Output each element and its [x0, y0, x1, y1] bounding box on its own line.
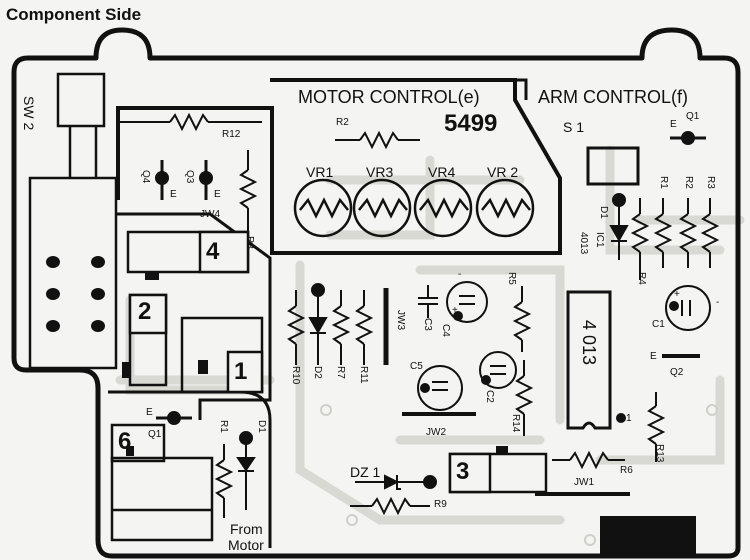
- sw2-pads: [46, 256, 105, 332]
- label-r13: R13: [654, 444, 665, 463]
- connector-block-6: [110, 423, 214, 542]
- diode-d2: [308, 283, 328, 365]
- label-block4: 4: [206, 238, 220, 265]
- label-e-q1-left: E: [146, 407, 153, 418]
- label-r1-right: R1: [658, 176, 669, 189]
- resistor-r9: [350, 496, 430, 516]
- label-minus-c1: -: [716, 297, 720, 308]
- label-ic-chip: 4 013: [579, 320, 599, 366]
- resistor-r8: [238, 150, 258, 240]
- capacitor-c2: [479, 351, 517, 389]
- board-outline: [11, 27, 741, 559]
- label-r5: R5: [506, 272, 517, 285]
- label-e-q3: E: [214, 189, 221, 200]
- label-jw1: JW1: [574, 477, 594, 488]
- board-black-tab: [600, 516, 696, 554]
- label-from: From: [230, 521, 263, 537]
- label-ic1: IC1: [594, 232, 605, 248]
- connector-block-4: [126, 230, 250, 274]
- ic-4013: [566, 290, 612, 430]
- label-r1-left: R1: [218, 420, 229, 433]
- label-ic-type: 4013: [578, 232, 589, 255]
- resistor-r1-left: [214, 444, 234, 518]
- label-c5: C5: [410, 361, 423, 372]
- label-q2: Q2: [670, 367, 684, 378]
- capacitor-c4: [446, 281, 488, 323]
- label-r2-top: R2: [336, 117, 349, 128]
- label-d1-right: D1: [598, 206, 609, 219]
- label-r14: R14: [510, 414, 521, 433]
- label-d2: D2: [312, 366, 323, 379]
- label-block6: 6: [118, 428, 132, 455]
- label-r6: R6: [620, 465, 633, 476]
- diode-d1-right: [609, 193, 629, 260]
- label-c4: C4: [440, 324, 451, 337]
- motor-control-title: MOTOR CONTROL(e): [298, 87, 480, 107]
- label-e-q2: E: [650, 351, 657, 362]
- connector-block-1: [180, 316, 264, 394]
- label-r10: R10: [290, 366, 301, 385]
- label-d1-left: D1: [256, 420, 267, 433]
- resistors-r10-r7-r11: [286, 290, 374, 365]
- label-s1: S 1: [563, 119, 585, 135]
- label-sw2: SW 2: [21, 96, 37, 131]
- capacitor-c3: [418, 285, 438, 318]
- page-title: Component Side: [6, 5, 142, 24]
- label-c1: C1: [652, 319, 665, 330]
- label-c2: C2: [484, 390, 495, 403]
- label-q4: Q4: [140, 170, 151, 184]
- label-r7: R7: [335, 366, 346, 379]
- capacitor-c5: [417, 365, 463, 411]
- potentiometers: [293, 178, 535, 238]
- switch-s1: [586, 146, 640, 186]
- arm-control-title: ARM CONTROL(f): [538, 87, 688, 107]
- resistor-r5: [512, 286, 532, 352]
- resistor-r12: [120, 112, 262, 132]
- label-vr4: VR4: [428, 164, 456, 180]
- label-block3: 3: [456, 458, 470, 485]
- label-r3-right: R3: [705, 176, 716, 189]
- label-r11: R11: [358, 366, 369, 384]
- switch-sw2: [28, 72, 118, 370]
- label-motor: Motor: [228, 537, 264, 553]
- label-r2-right: R2: [683, 176, 694, 189]
- resistors-r1-r3-right: [630, 198, 720, 280]
- label-q1-left: Q1: [148, 429, 162, 440]
- resistor-r6: [552, 450, 625, 470]
- label-ic-pin1: 1: [626, 413, 632, 424]
- label-dz1: DZ 1: [350, 464, 381, 480]
- label-jw4: JW4: [200, 209, 220, 220]
- label-jw2: JW2: [426, 427, 446, 438]
- label-vr2: VR 2: [487, 164, 519, 180]
- label-q1-right: Q1: [686, 111, 700, 122]
- label-r4-right: R4: [636, 272, 647, 285]
- label-block2: 2: [138, 298, 152, 325]
- connector-block-2: [128, 293, 168, 387]
- label-r12: R12: [222, 129, 241, 140]
- label-vr1: VR1: [306, 164, 334, 180]
- label-block1: 1: [234, 358, 248, 385]
- label-vr3: VR3: [366, 164, 394, 180]
- board-number: 5499: [444, 110, 498, 137]
- label-plus-c1: +: [674, 289, 680, 300]
- capacitor-c1: [665, 285, 711, 331]
- label-c3: C3: [422, 318, 433, 331]
- label-q3: Q3: [184, 170, 195, 184]
- label-r8: R8: [244, 236, 255, 249]
- label-r9: R9: [434, 499, 447, 510]
- label-e-q4: E: [170, 189, 177, 200]
- diode-d1-left: [236, 431, 256, 510]
- label-e-q1-right: E: [670, 119, 677, 130]
- label-plus-c4: +: [452, 305, 458, 316]
- label-jw3: JW3: [395, 310, 406, 330]
- resistor-r14: [514, 360, 534, 436]
- zener-dz1: [355, 474, 437, 490]
- resistor-r2-top: [335, 130, 420, 150]
- resistor-r13: [646, 392, 666, 462]
- label-minus-c4: -: [458, 269, 462, 280]
